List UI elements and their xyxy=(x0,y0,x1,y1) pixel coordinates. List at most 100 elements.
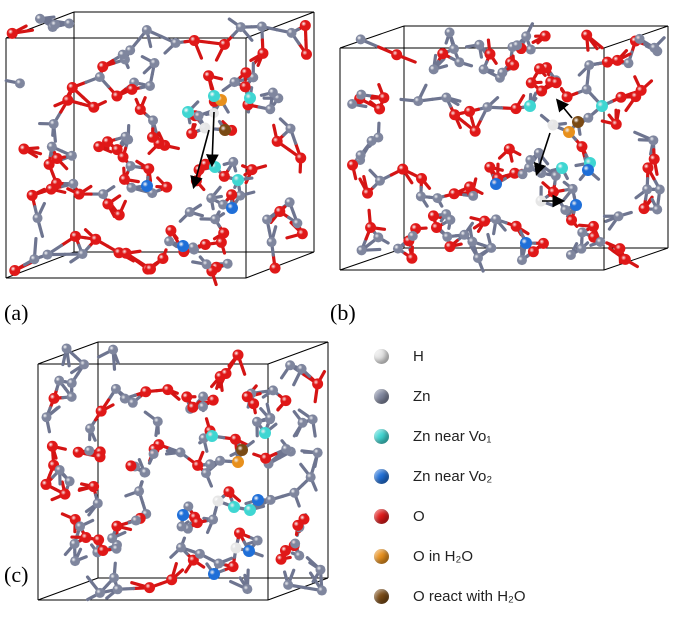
atom-zn xyxy=(491,214,502,225)
atom-zn xyxy=(623,58,634,69)
atom-zn xyxy=(283,579,294,590)
atom-o xyxy=(199,239,211,251)
atom-o xyxy=(144,263,156,275)
atom-zn xyxy=(188,242,199,253)
atom-zn xyxy=(84,445,95,456)
atom-zn xyxy=(152,416,163,427)
atom-o xyxy=(94,451,106,463)
atom-o xyxy=(97,61,109,73)
reaction-arrow xyxy=(555,98,573,119)
atom-o xyxy=(378,92,390,104)
atom-zn xyxy=(210,214,221,225)
atom-zn xyxy=(201,259,212,270)
legend-item-o-react: O react with H₂O xyxy=(372,584,526,608)
atom-o xyxy=(642,162,654,174)
atom-zn xyxy=(584,60,595,71)
atom-o xyxy=(615,91,627,103)
atom-zn xyxy=(34,13,45,24)
atom-o xyxy=(51,152,63,164)
atom-o xyxy=(95,405,107,417)
legend-item-zn-vo2: Zn near Vo₂ xyxy=(372,464,492,488)
atom-zn xyxy=(355,150,366,161)
atom-zn xyxy=(205,459,216,470)
atom-zn xyxy=(517,169,528,180)
atom-zn xyxy=(581,84,592,95)
atom-zn xyxy=(567,183,578,194)
reaction-arrow xyxy=(205,111,219,168)
atom-zn xyxy=(218,199,229,210)
atom-zn_vo1 xyxy=(232,174,244,186)
atom-zn xyxy=(497,67,508,78)
atom-o xyxy=(464,105,476,117)
atom-o xyxy=(88,481,100,493)
atom-o xyxy=(232,349,244,361)
atom-zn xyxy=(407,230,418,241)
atom-zn xyxy=(525,44,536,55)
atom-o xyxy=(161,181,173,193)
atom-zn xyxy=(75,521,86,532)
atom-o xyxy=(157,253,169,265)
atom-o xyxy=(299,19,311,31)
atom-zn xyxy=(296,363,307,374)
atom-o xyxy=(362,187,374,199)
atom-o xyxy=(536,85,548,97)
atom-zn xyxy=(366,135,377,146)
atom-zn xyxy=(66,150,77,161)
atom-o xyxy=(97,544,109,556)
atom-o xyxy=(566,214,578,226)
atom-o xyxy=(220,368,232,380)
atom-zn xyxy=(235,190,246,201)
atom-o xyxy=(80,532,92,544)
atom-zn xyxy=(125,45,136,56)
atom-zn xyxy=(355,34,366,45)
atom-o xyxy=(437,48,449,60)
atom-o xyxy=(166,574,178,586)
atom-o_h2o xyxy=(563,126,575,138)
atom-zn xyxy=(289,487,300,498)
atom-o xyxy=(223,486,235,498)
atom-o xyxy=(120,247,132,259)
reaction-arrow xyxy=(190,129,210,190)
atom-o xyxy=(365,221,377,233)
legend-label: Zn near Vo₂ xyxy=(413,467,493,485)
arrows xyxy=(190,111,219,190)
atom-o xyxy=(527,246,539,258)
atom-zn xyxy=(613,211,624,222)
atom-zn xyxy=(294,550,305,561)
atom-zn xyxy=(213,558,224,569)
frame-edge xyxy=(245,11,315,39)
atom-zn xyxy=(64,476,75,487)
atom-zn xyxy=(85,423,96,434)
atom-zn xyxy=(265,494,276,505)
atom-zn xyxy=(120,131,131,142)
atom-o xyxy=(90,233,102,245)
atom-zn xyxy=(583,112,594,123)
atom-o xyxy=(312,378,324,390)
atom-o_react xyxy=(572,116,584,128)
atom-zn xyxy=(432,193,443,204)
atom-zn xyxy=(307,414,318,425)
atom-zn xyxy=(134,486,145,497)
atom-zn xyxy=(54,464,65,475)
atom-o xyxy=(111,90,123,102)
atom-o xyxy=(111,520,123,532)
atom-zn xyxy=(110,383,121,394)
atom-o xyxy=(203,70,215,82)
atom-zn xyxy=(478,64,489,75)
atom-o xyxy=(539,30,551,42)
atom-o xyxy=(93,534,105,546)
atom-zn xyxy=(448,43,459,54)
structure-b xyxy=(339,22,669,273)
atom-o xyxy=(448,188,460,200)
atom-o xyxy=(275,553,287,565)
legend-label: O xyxy=(413,507,425,525)
atom-zn xyxy=(281,443,292,454)
atom-zn xyxy=(127,397,138,408)
atom-o xyxy=(484,161,496,173)
atom-zn xyxy=(111,543,122,554)
atom-zn xyxy=(64,18,75,29)
atom-zn xyxy=(251,416,262,427)
atom-o xyxy=(207,394,219,406)
atom-o xyxy=(239,81,251,93)
atom-zn_vo2 xyxy=(520,237,532,249)
